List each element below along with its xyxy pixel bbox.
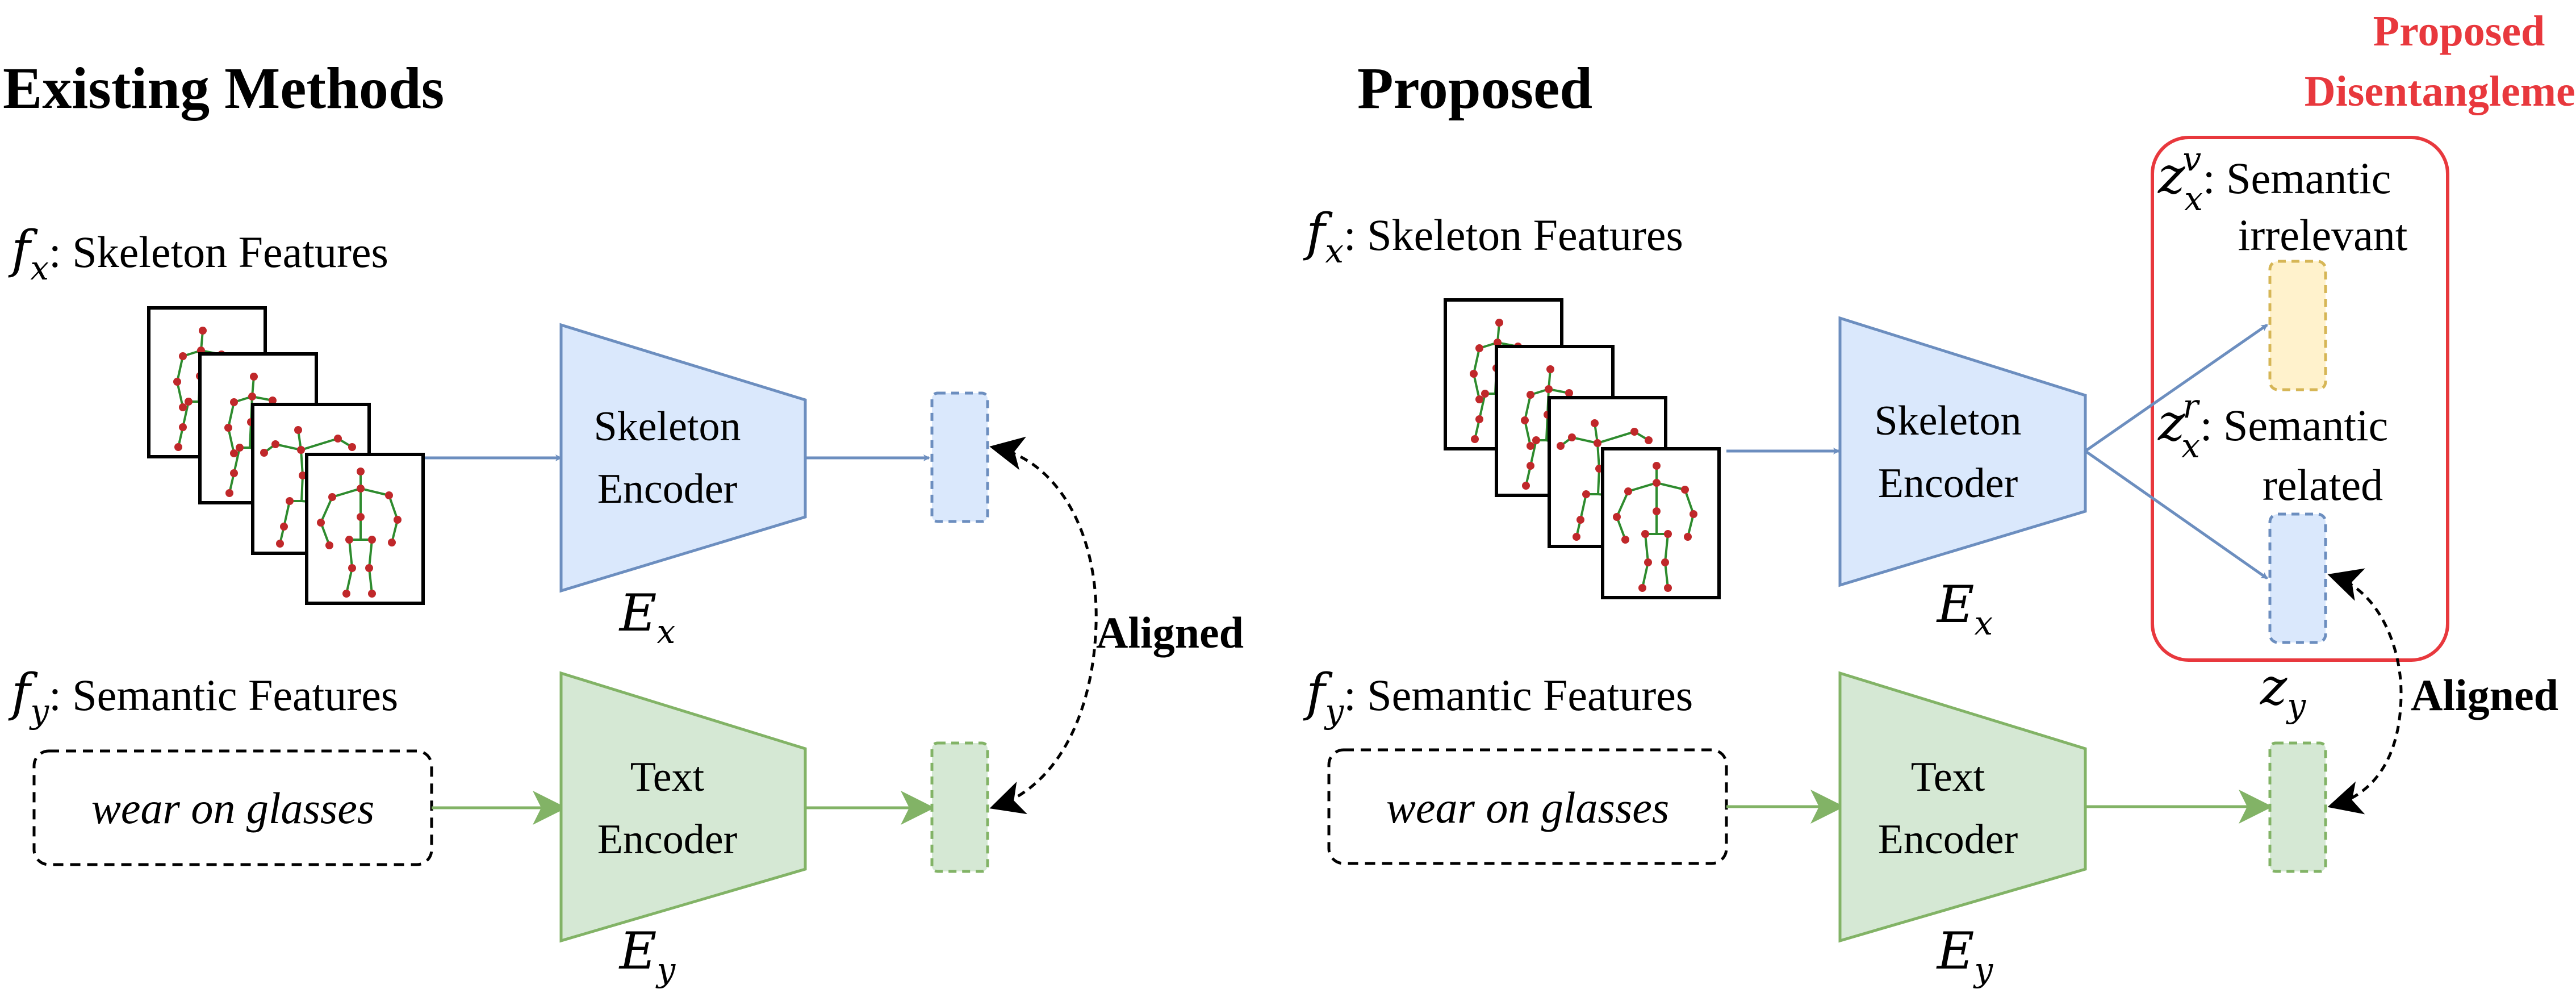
zr-label-line2: related bbox=[2263, 460, 2383, 510]
right-ey-label: Ey bbox=[1936, 921, 1994, 989]
left-text-encoder-line1: Text bbox=[630, 754, 705, 800]
right-ex-label: Ex bbox=[1936, 575, 1993, 642]
semantic-irrelevant-embedding bbox=[2268, 260, 2327, 391]
right-aligned-connector bbox=[2327, 568, 2403, 815]
left-skeleton-embedding bbox=[930, 391, 989, 523]
right-skeleton-frames bbox=[1444, 298, 1721, 599]
proposed-disentanglement-line2: Disentanglement bbox=[2305, 68, 2576, 115]
left-title: Existing Methods bbox=[3, 56, 444, 121]
zv-label-line2: irrelevant bbox=[2238, 210, 2408, 260]
left-skeleton-encoder-line2: Encoder bbox=[597, 466, 738, 512]
right-aligned-label: Aligned bbox=[2411, 670, 2558, 720]
left-skeleton-encoder bbox=[559, 323, 807, 593]
left-panel: Existing Methods fx: Skeleton Features S… bbox=[3, 56, 1244, 989]
right-title: Proposed bbox=[1357, 56, 1592, 121]
left-aligned-label: Aligned bbox=[1096, 608, 1244, 657]
semantic-related-embedding bbox=[2268, 512, 2327, 644]
disentanglement-box bbox=[2151, 136, 2449, 662]
left-skeleton-features-label: fx: Skeleton Features bbox=[8, 220, 388, 287]
zy-label: zy bbox=[2260, 657, 2306, 725]
skeleton-frame bbox=[305, 453, 425, 605]
left-ex-label: Ex bbox=[618, 583, 675, 651]
left-text-encoder bbox=[559, 671, 807, 943]
left-ey-label: Ey bbox=[618, 921, 676, 989]
right-text-embedding bbox=[2268, 741, 2327, 873]
right-text-encoder-line1: Text bbox=[1911, 754, 1985, 800]
encoder-to-related-arrow bbox=[2084, 449, 2268, 580]
left-skeleton-frames bbox=[147, 306, 425, 605]
left-aligned-connector bbox=[989, 436, 1098, 815]
right-text-input: wear on glasses bbox=[1386, 783, 1669, 832]
left-text-embedding bbox=[930, 741, 989, 873]
left-skeleton-encoder-line1: Skeleton bbox=[594, 403, 741, 450]
right-semantic-features-label: fy: Semantic Features bbox=[1303, 663, 1693, 731]
left-text-input: wear on glasses bbox=[91, 783, 374, 833]
right-text-encoder bbox=[1838, 671, 2087, 943]
right-text-encoder-line2: Encoder bbox=[1878, 816, 2018, 863]
encoder-to-irrelevant-arrow bbox=[2084, 323, 2268, 453]
right-skeleton-features-label: fx: Skeleton Features bbox=[1303, 203, 1683, 270]
left-text-encoder-line2: Encoder bbox=[597, 816, 738, 863]
proposed-disentanglement-line1: Proposed bbox=[2373, 7, 2545, 55]
right-skeleton-encoder-line1: Skeleton bbox=[1875, 398, 2022, 444]
skeleton-frame bbox=[1601, 447, 1721, 599]
right-skeleton-encoder bbox=[1838, 316, 2087, 587]
left-semantic-features-label: fy: Semantic Features bbox=[8, 663, 398, 731]
right-skeleton-encoder-line2: Encoder bbox=[1878, 460, 2018, 507]
right-panel: Proposed Proposed Disentanglement fx: Sk… bbox=[1303, 7, 2576, 989]
